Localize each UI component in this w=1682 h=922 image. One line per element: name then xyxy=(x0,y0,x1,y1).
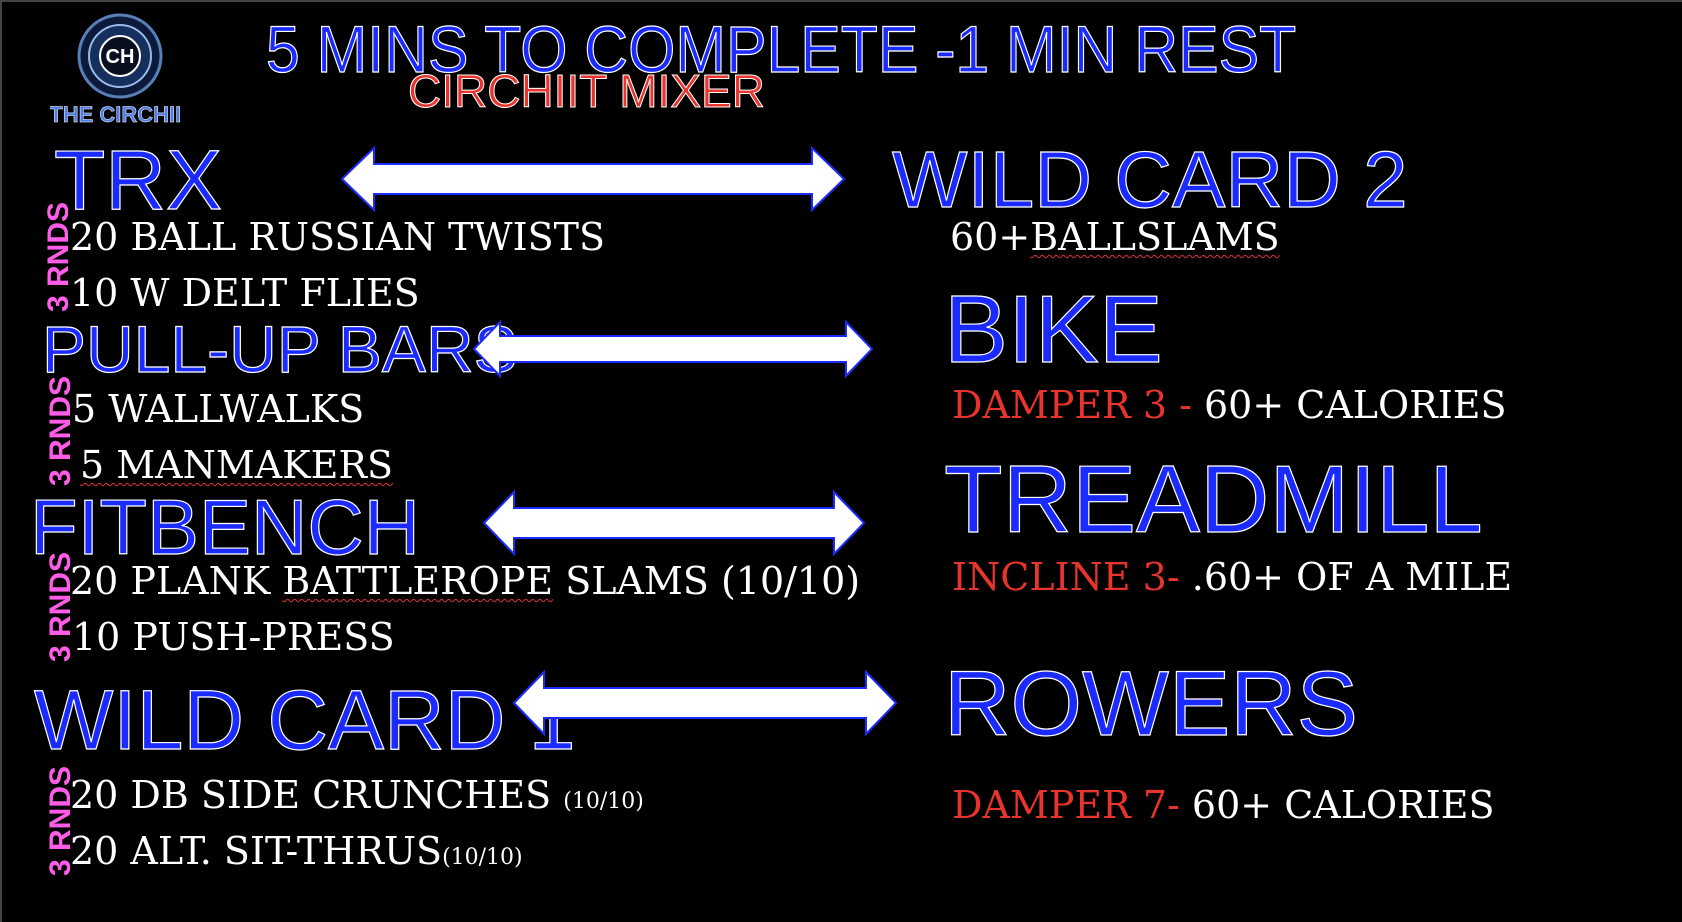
page-subtitle: CIRCHIIT MIXER xyxy=(408,65,766,117)
station-treadmill: TREADMILL xyxy=(943,446,1483,553)
double-headed-arrow-icon xyxy=(482,490,866,556)
station-wild-card-1: WILD CARD 1 xyxy=(33,673,576,767)
station-detail: DAMPER 7- 60+ CALORIES xyxy=(952,786,1495,825)
logo-wordmark: THE CIRCHIIT xyxy=(50,102,180,127)
exercise-text: 20 DB SIDE CRUNCHES xyxy=(70,773,564,817)
exercise-text: 20 ALT. SIT-THRUS xyxy=(70,829,443,873)
exercise-line: 5 MANMAKERS xyxy=(80,446,393,484)
page-title: 5 MINS TO COMPLETE -1 MIN REST xyxy=(265,12,1297,86)
logo-letters: CH xyxy=(106,46,135,68)
setting-label: INCLINE 3- xyxy=(952,555,1192,599)
station-rowers: ROWERS xyxy=(943,653,1358,755)
target-label: .60+ OF A MILE xyxy=(1191,555,1513,599)
station-pull-up-bars: PULL-UP BARS xyxy=(41,312,518,386)
exercise-line: 20 DB SIDE CRUNCHES (10/10) xyxy=(70,776,644,814)
target-label: 60+ CALORIES xyxy=(1204,383,1507,427)
station-bike: BIKE xyxy=(943,276,1163,383)
station-wild-card-2: WILD CARD 2 xyxy=(891,135,1408,224)
exercise-line: 20 BALL RUSSIAN TWISTS xyxy=(70,215,605,259)
detail-prefix: 60+ xyxy=(950,215,1031,259)
exercise-text: BATTLEROPE xyxy=(282,559,554,603)
target-label: 60+ CALORIES xyxy=(1191,783,1495,827)
station-detail: 60+BALLSLAMS xyxy=(950,218,1280,256)
exercise-text: 5 MANMAKERS xyxy=(80,443,393,487)
exercise-text: SLAMS (10/10) xyxy=(553,559,861,603)
exercise-line: 20 PLANK BATTLEROPE SLAMS (10/10) xyxy=(70,562,860,600)
exercise-line: 5 WALLWALKS xyxy=(72,387,365,431)
double-headed-arrow-icon xyxy=(512,670,898,736)
setting-label: DAMPER 7- xyxy=(952,783,1192,827)
double-headed-arrow-icon xyxy=(340,146,846,212)
station-trx: TRX xyxy=(53,133,222,227)
exercise-line: 10 PUSH-PRESS xyxy=(72,615,395,659)
exercise-text: 20 PLANK xyxy=(70,559,283,603)
exercise-line: 20 ALT. SIT-THRUS(10/10) xyxy=(70,832,523,870)
setting-label: DAMPER 3 - xyxy=(952,383,1204,427)
exercise-line: 10 W DELT FLIES xyxy=(70,271,420,315)
exercise-note: (10/10) xyxy=(563,789,644,814)
double-headed-arrow-icon xyxy=(472,320,874,378)
station-detail: DAMPER 3 - 60+ CALORIES xyxy=(952,386,1507,425)
station-fitbench: FITBENCH xyxy=(29,483,420,571)
exercise-note: (10/10) xyxy=(442,845,523,870)
circhiit-logo-icon: CH THE CIRCHIIT xyxy=(49,12,196,130)
station-detail: INCLINE 3- .60+ OF A MILE xyxy=(952,558,1512,597)
detail-text: BALLSLAMS xyxy=(1030,215,1280,259)
